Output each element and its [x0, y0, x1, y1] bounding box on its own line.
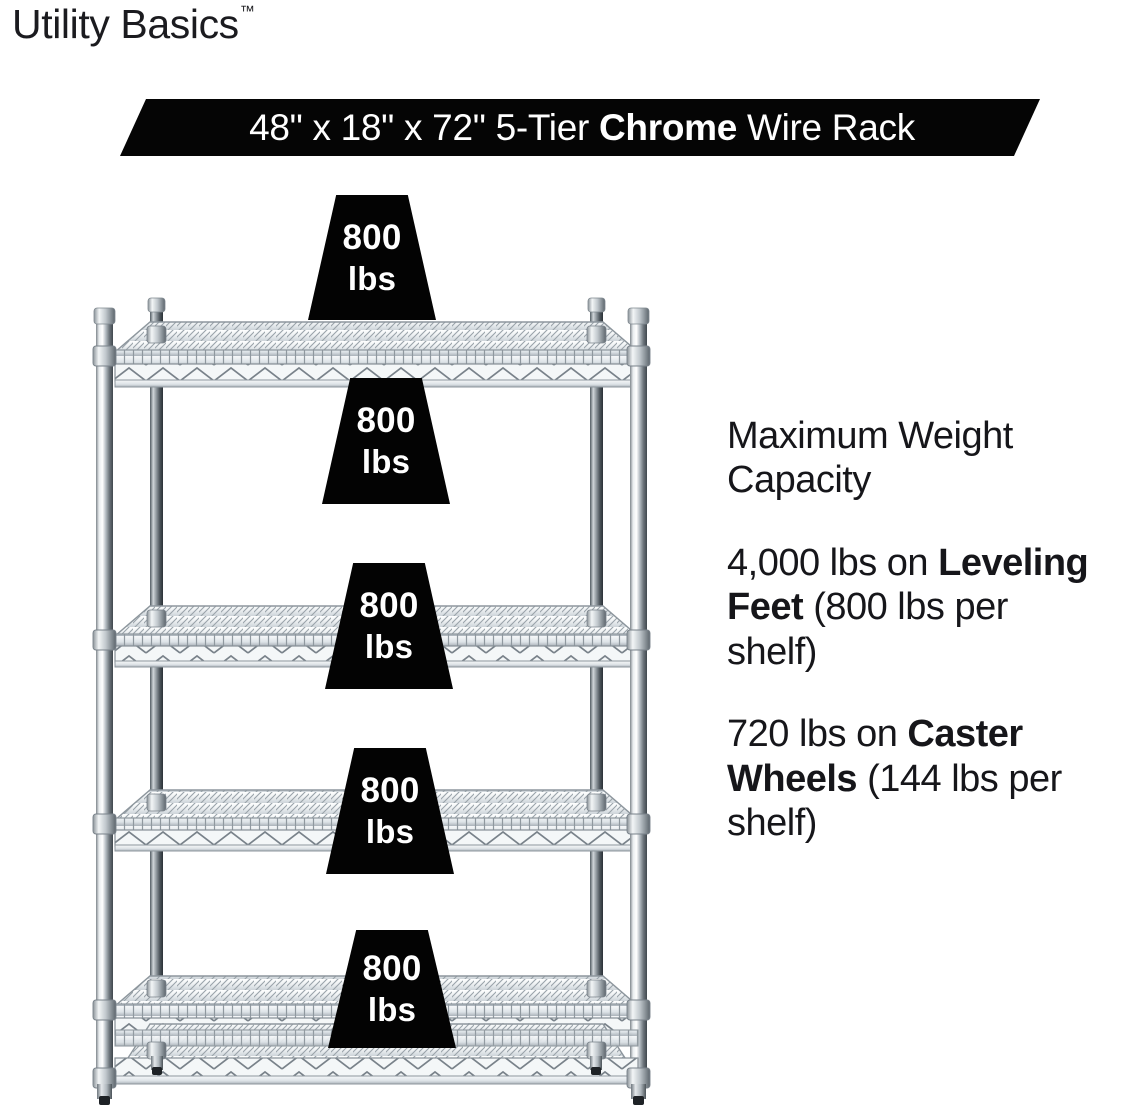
badge-weight-value: 800: [356, 401, 416, 441]
badge-weight-unit: lbs: [361, 443, 411, 481]
product-title-banner: 48" x 18" x 72" 5-Tier Chrome Wire Rack: [120, 99, 1040, 156]
brand-name: Utility Basics: [12, 1, 239, 47]
front-posts: [93, 307, 650, 1076]
banner-product: Wire Rack: [746, 107, 915, 148]
capacity-lead: 4,000 lbs on: [727, 541, 939, 584]
shelf-5: [92, 1023, 651, 1089]
badge-weight-unit: lbs: [364, 628, 414, 666]
leveling-feet: [97, 1056, 646, 1105]
wire-rack-illustration: [78, 286, 678, 1106]
rear-posts: [150, 304, 603, 1076]
badge-weight-value: 800: [362, 949, 422, 989]
collar-sleeves: [92, 325, 651, 1021]
capacity-tail: (144 lbs per shelf): [727, 757, 1062, 845]
trademark-symbol: ™: [239, 3, 255, 20]
capacity-lead: 720 lbs on: [727, 713, 908, 756]
banner-material: Chrome: [599, 107, 737, 148]
capacity-bold: Leveling Feet: [727, 541, 1089, 629]
badge-weight-unit: lbs: [365, 813, 415, 851]
capacity-info-block: Maximum Weight Capacity 4,000 lbs on Lev…: [727, 414, 1099, 846]
capacity-tail: (800 lbs per shelf): [727, 586, 1008, 673]
capacity-heading: Maximum Weight Capacity: [727, 415, 1013, 502]
badge-weight-unit: lbs: [367, 991, 417, 1029]
banner-dimensions: 48" x 18" x 72": [249, 107, 486, 148]
banner-tier: 5-Tier: [495, 107, 590, 148]
shelf-1: [113, 321, 640, 388]
capacity-item-caster-wheels: 720 lbs on Caster Wheels (144 lbs per sh…: [727, 712, 1099, 845]
badge-weight-unit: lbs: [347, 259, 397, 297]
rear-post-caps: [147, 297, 606, 313]
product-title-banner-shape: [120, 99, 1040, 156]
badge-weight-value: 800: [360, 771, 420, 811]
badge-weight-value: 800: [342, 217, 402, 257]
brand-logo: Utility Basics™: [12, 4, 255, 45]
badge-weight-value: 800: [359, 586, 419, 626]
capacity-bold: Caster Wheels: [727, 713, 1023, 800]
capacity-item-leveling-feet: 4,000 lbs on Leveling Feet (800 lbs per …: [727, 541, 1099, 674]
wire-rack-drawing: [92, 297, 651, 1105]
shelf-capacity-badge: 800 lbs: [308, 195, 436, 320]
